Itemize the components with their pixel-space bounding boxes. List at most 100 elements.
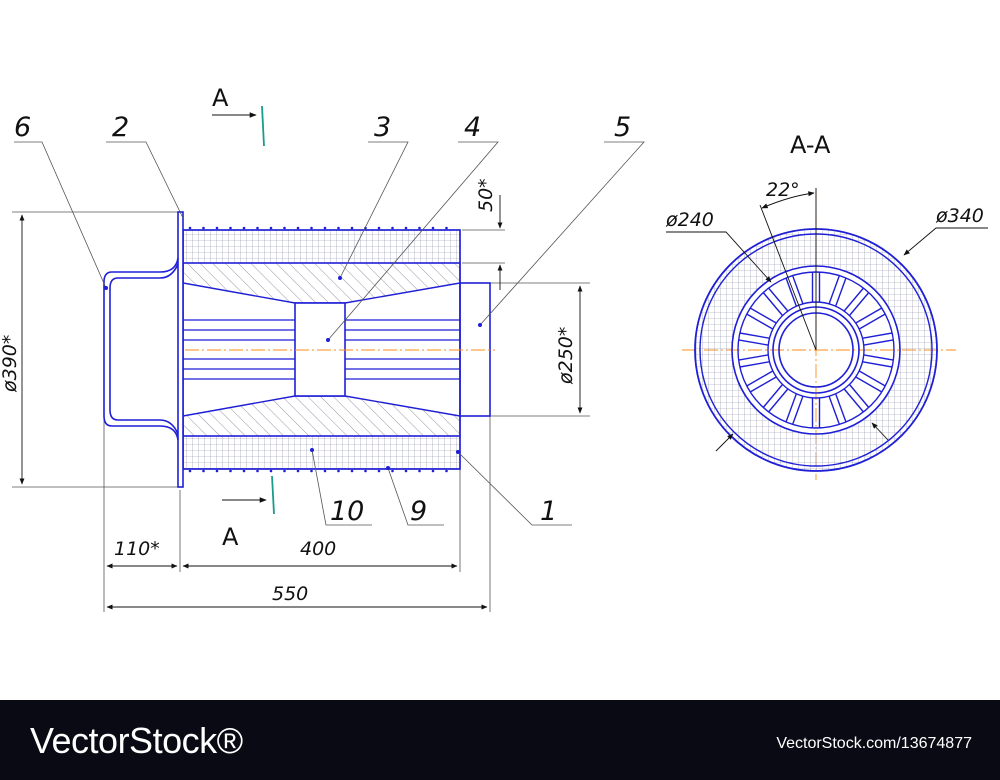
section-cut-bottom (271, 475, 275, 515)
rib-line (863, 354, 894, 361)
rivet-dot (445, 226, 448, 230)
rivet-dot (323, 469, 327, 473)
rivet-dot (377, 226, 381, 230)
rivet-dot (256, 469, 259, 473)
rib-line (862, 361, 893, 368)
part-number-6: 6 (14, 112, 31, 143)
rib-line (738, 354, 769, 361)
part-number-10: 10 (330, 496, 364, 527)
outer-mesh-bottom (182, 435, 461, 470)
rib-line (746, 313, 774, 330)
rib-line (848, 292, 870, 316)
rivet-dot (283, 469, 286, 473)
rib-line (862, 332, 893, 339)
outer-mesh-ring (694, 228, 938, 472)
rib-line (785, 393, 797, 423)
part-number-3: 3 (374, 112, 391, 143)
rib-line (749, 307, 777, 324)
rivet-dot (269, 226, 273, 230)
rib-line (835, 393, 847, 423)
rib-line (791, 275, 804, 304)
outlet-pipe (459, 282, 491, 417)
rib-line (858, 313, 886, 330)
rivet-dot (188, 469, 192, 473)
rib-line (855, 307, 883, 324)
central-insert (294, 302, 346, 397)
radial-ribs (738, 272, 894, 428)
dim-550: 550 (272, 583, 308, 605)
handle (103, 257, 179, 441)
rib-line (848, 384, 870, 408)
end-flange (177, 211, 184, 488)
rivet-dot (364, 469, 367, 473)
rivet-dot (391, 226, 394, 230)
rib-line (858, 370, 886, 387)
rib-line (762, 292, 784, 316)
rivet-dot (283, 226, 286, 230)
rivet-dot (310, 469, 313, 473)
rivet-dot (202, 226, 205, 230)
rivet-dot (445, 469, 448, 473)
rivet-dot (431, 469, 435, 473)
front-view: A A 6 2 3 4 5 10 9 1 ø390* ø250* 50* 110… (0, 84, 645, 612)
part-number-1: 1 (540, 496, 557, 527)
rivet-dot (323, 226, 327, 230)
dimension-lines (19, 195, 583, 610)
rib-line (785, 277, 797, 307)
rivet-dot (377, 469, 381, 473)
rib-line (843, 287, 865, 312)
footer-credit: VectorStock.com/13674877 (776, 735, 972, 752)
dim-400: 400 (300, 538, 336, 560)
rib-line (828, 396, 841, 425)
rib-line (855, 376, 883, 393)
leader-dots (104, 276, 482, 470)
footer-bar: VectorStock® VectorStock.com/13674877 (0, 700, 1000, 780)
rivet-dot (404, 469, 408, 473)
rivet-dot (242, 226, 246, 230)
section-title: A-A (790, 131, 831, 159)
rivet-dot (229, 226, 232, 230)
rivet-dot (215, 226, 219, 230)
footer-brand: VectorStock® (30, 720, 243, 761)
rivet-dot (404, 226, 408, 230)
rivet-dot (202, 469, 205, 473)
engineering-drawing: A A 6 2 3 4 5 10 9 1 ø390* ø250* 50* 110… (0, 84, 988, 612)
rivet-dot (310, 226, 313, 230)
rivet-dot (431, 226, 435, 230)
filter-body-bottom (182, 395, 461, 437)
part-number-4: 4 (464, 112, 481, 143)
rivet-dot (337, 469, 340, 473)
rib-line (843, 388, 865, 413)
rivet-dot (296, 226, 300, 230)
dim-diameter-390: ø390* (0, 335, 21, 393)
rivet-dot (188, 226, 192, 230)
rib-line (767, 388, 789, 413)
dim-diameter-340: ø340 (935, 205, 984, 227)
rivet-dot (418, 226, 421, 230)
rib-line (739, 361, 770, 368)
rib-line (738, 339, 769, 346)
section-cut-top (261, 105, 265, 147)
rib-line (767, 287, 789, 312)
part-number-9: 9 (410, 496, 427, 527)
rivet-dot (242, 469, 246, 473)
rib-line (828, 275, 841, 304)
dim-110: 110* (114, 538, 160, 560)
rivet-dot (418, 469, 421, 473)
dim-diameter-240: ø240 (665, 209, 714, 231)
rib-line (863, 339, 894, 346)
dim-angle-22: 22° (766, 179, 800, 201)
inner-tube-lines (183, 319, 460, 380)
rib-line (749, 376, 777, 393)
rib-line (835, 277, 847, 307)
rivet-dot (337, 226, 340, 230)
dim-50: 50* (475, 178, 497, 212)
section-mark-bottom: A (222, 523, 239, 551)
rivet-dot (350, 226, 354, 230)
section-mark-top: A (212, 84, 229, 112)
rivet-dot (296, 469, 300, 473)
rivet-dot (215, 469, 219, 473)
angle-lines (759, 188, 817, 351)
part-number-2: 2 (112, 112, 129, 143)
rivet-dot (350, 469, 354, 473)
